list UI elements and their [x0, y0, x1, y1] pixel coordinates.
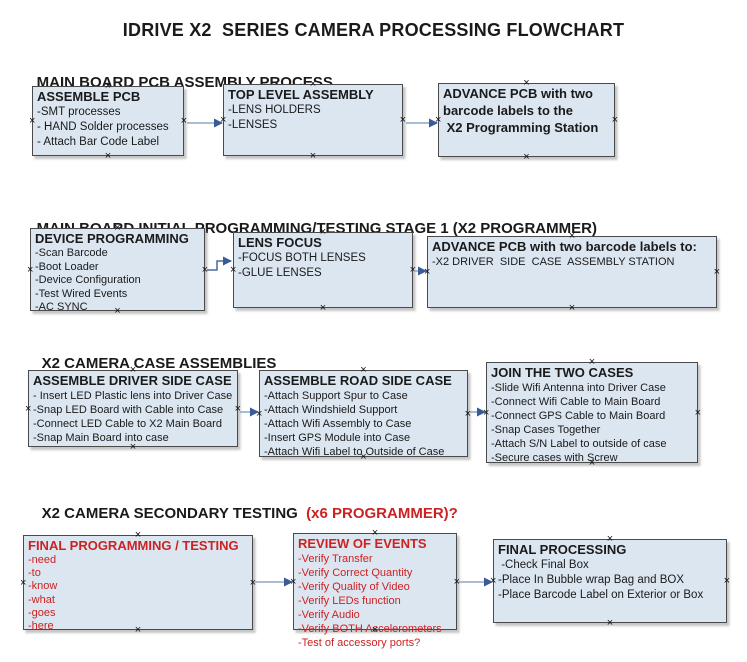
box-item: -Snap LED Board with Cable into Case — [33, 404, 224, 416]
box-title: LENS FOCUS — [238, 235, 322, 250]
box-item: -X2 DRIVER SIDE CASE ASSEMBLY STATION — [432, 256, 675, 268]
box-item: -need — [28, 554, 57, 566]
box-item: -Verify Correct Quantity — [298, 567, 413, 579]
box-item: -AC SYNC — [35, 301, 88, 313]
flowchart-title: IDRIVE X2 SERIES CAMERA PROCESSING FLOWC… — [122, 20, 625, 40]
flow-box-top-level-assembly: TOP LEVEL ASSEMBLY -LENS HOLDERS -LENSES… — [220, 79, 406, 162]
box-item: -Attach Wifi Assembly to Case — [264, 418, 412, 430]
box-item: -Test Wired Events — [35, 287, 128, 300]
box-item: -Boot Loader — [35, 260, 99, 273]
box-item: -to — [28, 567, 41, 580]
box-item: -LENS HOLDERS — [228, 104, 321, 116]
flow-box-assemble-road-side-case: ASSEMBLE ROAD SIDE CASE -Attach Support … — [256, 365, 471, 463]
flow-box-advance-pcb-programming-station: ADVANCE PCB with two barcode labels to t… — [435, 78, 618, 163]
connection-point-icon: × — [29, 115, 36, 127]
box-item: -Place Barcode Label on Exterior or Box — [498, 589, 704, 601]
box-item: -FOCUS BOTH LENSES — [238, 252, 366, 264]
box-item: -Scan Barcode — [35, 247, 108, 259]
box-item: -Verify Transfer — [298, 553, 373, 565]
connection-point-icon: × — [104, 150, 112, 162]
flow-box-final-processing: FINAL PROCESSING -Check Final Box -Place… — [490, 534, 730, 629]
connection-point-icon: × — [424, 266, 431, 278]
box-item: -know — [28, 580, 58, 593]
connection-point-icon: × — [490, 575, 497, 587]
box-item: -Secure cases with Screw — [491, 452, 618, 464]
connection-point-icon: × — [20, 576, 27, 589]
box-item: - Insert LED Plastic lens into Driver Ca… — [33, 390, 233, 402]
connection-point-icon: × — [435, 114, 442, 126]
flow-box-assemble-pcb: ASSEMBLE PCB -SMT processes - HAND Solde… — [29, 81, 187, 162]
box-item: -Insert GPS Module into Case — [264, 432, 411, 444]
section-heading-text: X2 CAMERA SECONDARY TESTING — [41, 505, 302, 522]
connection-point-icon: × — [713, 266, 720, 278]
box-item: -Snap Cases Together — [491, 424, 601, 436]
box-title: ADVANCE PCB with two barcode labels to: — [432, 239, 697, 254]
box-title: TOP LEVEL ASSEMBLY — [228, 87, 374, 102]
section-heading-accent: (x6 PROGRAMMER)? — [301, 505, 458, 522]
box-item: -Slide Wifi Antenna into Driver Case — [491, 382, 666, 394]
box-item: -Check Final Box — [498, 559, 589, 571]
box-title: REVIEW OF EVENTS — [298, 536, 427, 551]
box-item: -Attach Support Spur to Case — [264, 390, 408, 402]
box-title: ASSEMBLE PCB — [37, 89, 141, 104]
connection-point-icon: × — [309, 150, 317, 162]
connection-point-icon: × — [27, 263, 34, 276]
box-item: -Place In Bubble wrap Bag and BOX — [498, 574, 685, 586]
box-item: -Verify LEDs function — [298, 595, 401, 607]
box-item: -Device Configuration — [35, 274, 141, 286]
box-item: - Attach Bar Code Label — [37, 136, 160, 148]
box-item: -Attach S/N Label to outside of case — [491, 438, 667, 450]
section-heading-case-assemblies: X2 CAMERA CASE ASSEMBLIES — [25, 338, 277, 389]
box-item: -Attach Wifi Label to Outside of Case — [264, 446, 445, 458]
connection-point-icon: × — [220, 114, 227, 126]
connection-point-icon: × — [25, 402, 32, 415]
box-item: -Attach Windshield Support — [264, 404, 398, 416]
box-title: ASSEMBLE ROAD SIDE CASE — [264, 373, 452, 388]
connection-point-icon: × — [319, 302, 327, 314]
box-item: -Connect LED Cable to X2 Main Board — [33, 418, 222, 430]
box-title: ADVANCE PCB with two — [443, 86, 593, 101]
box-item: -LENSES — [228, 119, 278, 131]
flow-box-review-of-events: REVIEW OF EVENTS -Verify Transfer -Verif… — [290, 528, 460, 650]
box-item: -Verify BOTH Accelerometers — [298, 623, 442, 635]
box-item: -what — [28, 593, 55, 606]
connection-point-icon: × — [523, 151, 530, 163]
flow-box-advance-pcb-driver-side-station: ADVANCE PCB with two barcode labels to: … — [424, 231, 720, 314]
box-title: FINAL PROGRAMMING / TESTING — [28, 538, 239, 553]
box-item: -Snap Main Board into case — [33, 432, 169, 444]
flow-box-final-programming-testing: FINAL PROGRAMMING / TESTING -need -to -k… — [20, 530, 256, 636]
box-item: -Verify Quality of Video — [298, 581, 410, 593]
arrow-device-to-lensfocus — [207, 256, 232, 271]
box-item: -here — [28, 620, 54, 633]
connection-point-icon: × — [483, 406, 490, 419]
box-title: DEVICE PROGRAMMING — [35, 231, 189, 246]
box-item: -Connect GPS Cable to Main Board — [491, 410, 666, 422]
connection-point-icon: × — [256, 407, 263, 420]
box-item: -Test of accessory ports? — [298, 637, 421, 649]
flow-box-lens-focus: LENS FOCUS -FOCUS BOTH LENSES -GLUE LENS… — [230, 227, 416, 314]
box-item: -GLUE LENSES — [238, 267, 322, 279]
box-item: -SMT processes — [37, 106, 121, 118]
connection-point-icon: × — [606, 617, 614, 629]
flow-box-assemble-driver-side-case: ASSEMBLE DRIVER SIDE CASE - Insert LED P… — [25, 365, 241, 453]
box-item: X2 Programming Station — [443, 120, 599, 135]
connection-point-icon: × — [568, 302, 576, 314]
box-item: -Connect Wifi Cable to Main Board — [491, 396, 661, 408]
flow-box-join-the-two-cases: JOIN THE TWO CASES -Slide Wifi Antenna i… — [483, 357, 701, 469]
box-title: FINAL PROCESSING — [498, 542, 627, 557]
box-item: -goes — [28, 606, 56, 619]
flow-box-device-programming: DEVICE PROGRAMMING -Scan Barcode -Boot L… — [27, 223, 208, 317]
section-heading-secondary-testing: X2 CAMERA SECONDARY TESTING (x6 PROGRAMM… — [25, 488, 458, 539]
box-item: -Verify Audio — [298, 609, 360, 621]
box-item: barcode labels to the — [443, 103, 574, 118]
box-title: ASSEMBLE DRIVER SIDE CASE — [33, 373, 232, 388]
connection-point-icon: × — [290, 575, 297, 588]
connection-point-icon: × — [230, 264, 237, 276]
box-title: JOIN THE TWO CASES — [491, 365, 634, 380]
section-heading-text: X2 CAMERA CASE ASSEMBLIES — [41, 355, 277, 372]
box-item: - HAND Solder processes — [37, 121, 169, 133]
